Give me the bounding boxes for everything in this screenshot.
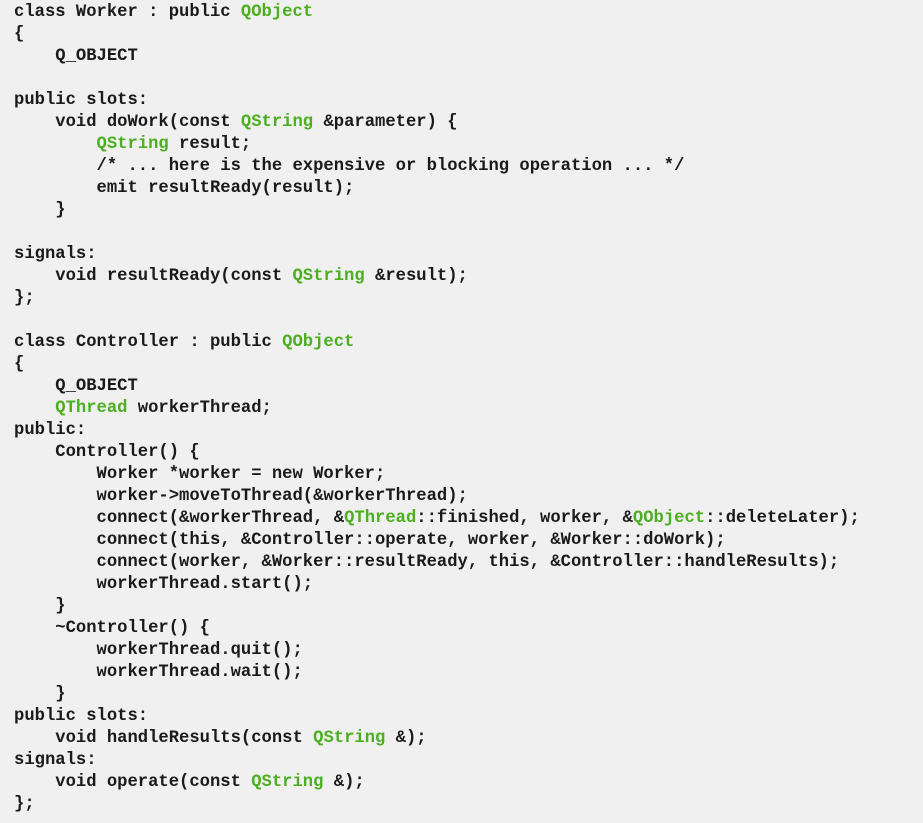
code-line: connect(this, &Controller::operate, work…	[14, 530, 923, 552]
code-text-token: void handleResults(const	[14, 729, 314, 748]
code-text-token	[14, 399, 55, 418]
code-line: class Worker : public QObject	[14, 2, 923, 24]
code-text-token: void doWork(const	[14, 113, 241, 132]
code-text-token: Worker *worker = new Worker;	[14, 465, 386, 484]
code-line: Q_OBJECT	[14, 46, 923, 68]
code-text-token: ::deleteLater);	[705, 509, 860, 528]
code-line: QString result;	[14, 134, 923, 156]
code-text-token: signals:	[14, 751, 97, 770]
code-line: }	[14, 684, 923, 706]
code-line: };	[14, 794, 923, 816]
code-text-token: &);	[385, 729, 427, 748]
code-line: class Controller : public QObject	[14, 332, 923, 354]
code-line: {	[14, 354, 923, 376]
code-text-token: Q_OBJECT	[14, 47, 138, 66]
code-type-token: QString	[313, 729, 386, 748]
code-text-token: ~Controller() {	[14, 619, 210, 638]
code-text-token: &parameter) {	[313, 113, 458, 132]
code-text-token: {	[14, 25, 25, 44]
code-line: Controller() {	[14, 442, 923, 464]
code-text-token	[14, 135, 97, 154]
code-text-token: }	[14, 685, 66, 704]
code-line	[14, 68, 923, 90]
code-text-token: ::finished, worker, &	[416, 509, 633, 528]
code-line: ~Controller() {	[14, 618, 923, 640]
code-text-token: public:	[14, 421, 87, 440]
code-line: emit resultReady(result);	[14, 178, 923, 200]
code-type-token: QString	[240, 113, 314, 132]
code-text-token: signals:	[14, 245, 97, 264]
code-line: Q_OBJECT	[14, 376, 923, 398]
code-text-token: }	[14, 597, 66, 616]
code-line: void resultReady(const QString &result);	[14, 266, 923, 288]
code-line: public slots:	[14, 90, 923, 112]
code-type-token: QObject	[632, 509, 706, 528]
code-type-token: QString	[251, 773, 324, 792]
code-text-token: Controller() {	[14, 443, 200, 462]
code-text-token: };	[14, 795, 35, 814]
code-line	[14, 222, 923, 244]
code-line: connect(&workerThread, &QThread::finishe…	[14, 508, 923, 530]
code-text-token: connect(worker, &Worker::resultReady, th…	[14, 553, 840, 572]
code-type-token: QString	[292, 267, 365, 286]
code-text-token: connect(this, &Controller::operate, work…	[14, 531, 726, 550]
code-type-token: QThread	[344, 509, 417, 528]
code-line: worker->moveToThread(&workerThread);	[14, 486, 923, 508]
code-line: signals:	[14, 750, 923, 772]
code-text-token: void operate(const	[14, 773, 252, 792]
code-text-token: }	[14, 201, 66, 220]
code-line: workerThread.start();	[14, 574, 923, 596]
code-text-token: workerThread.wait();	[14, 663, 303, 682]
code-text-token: &result);	[364, 267, 468, 286]
code-line: workerThread.wait();	[14, 662, 923, 684]
code-text-token: workerThread;	[127, 399, 272, 418]
code-text-token: Q_OBJECT	[14, 377, 138, 396]
code-line: void handleResults(const QString &);	[14, 728, 923, 750]
code-text-token: &);	[323, 773, 365, 792]
code-line: }	[14, 200, 923, 222]
code-line: /* ... here is the expensive or blocking…	[14, 156, 923, 178]
code-text-token: };	[14, 289, 35, 308]
code-line: public:	[14, 420, 923, 442]
code-text-token: class Worker : public	[14, 3, 241, 22]
code-line: void doWork(const QString &parameter) {	[14, 112, 923, 134]
code-line: Worker *worker = new Worker;	[14, 464, 923, 486]
code-text-token: void resultReady(const	[14, 267, 293, 286]
code-text-token: {	[14, 355, 25, 374]
code-text-token: result;	[168, 135, 252, 154]
code-type-token: QObject	[240, 3, 314, 22]
code-text-token: emit resultReady(result);	[14, 179, 355, 198]
code-line: public slots:	[14, 706, 923, 728]
code-type-token: QString	[96, 135, 169, 154]
code-text-token: public slots:	[14, 707, 149, 726]
code-line: }	[14, 596, 923, 618]
code-line: {	[14, 24, 923, 46]
code-type-token: QThread	[55, 399, 128, 418]
code-text-token: connect(&workerThread, &	[14, 509, 345, 528]
code-line: };	[14, 288, 923, 310]
code-line: void operate(const QString &);	[14, 772, 923, 794]
code-text-token: workerThread.start();	[14, 575, 314, 594]
code-line: workerThread.quit();	[14, 640, 923, 662]
code-text-token: class Controller : public	[14, 333, 283, 352]
code-line: signals:	[14, 244, 923, 266]
code-text-token: /* ... here is the expensive or blocking…	[14, 157, 685, 176]
code-line	[14, 310, 923, 332]
code-text-token: public slots:	[14, 91, 149, 110]
code-line: QThread workerThread;	[14, 398, 923, 420]
code-line: connect(worker, &Worker::resultReady, th…	[14, 552, 923, 574]
code-text-token: workerThread.quit();	[14, 641, 303, 660]
code-text-token: worker->moveToThread(&workerThread);	[14, 487, 468, 506]
code-type-token: QObject	[282, 333, 355, 352]
